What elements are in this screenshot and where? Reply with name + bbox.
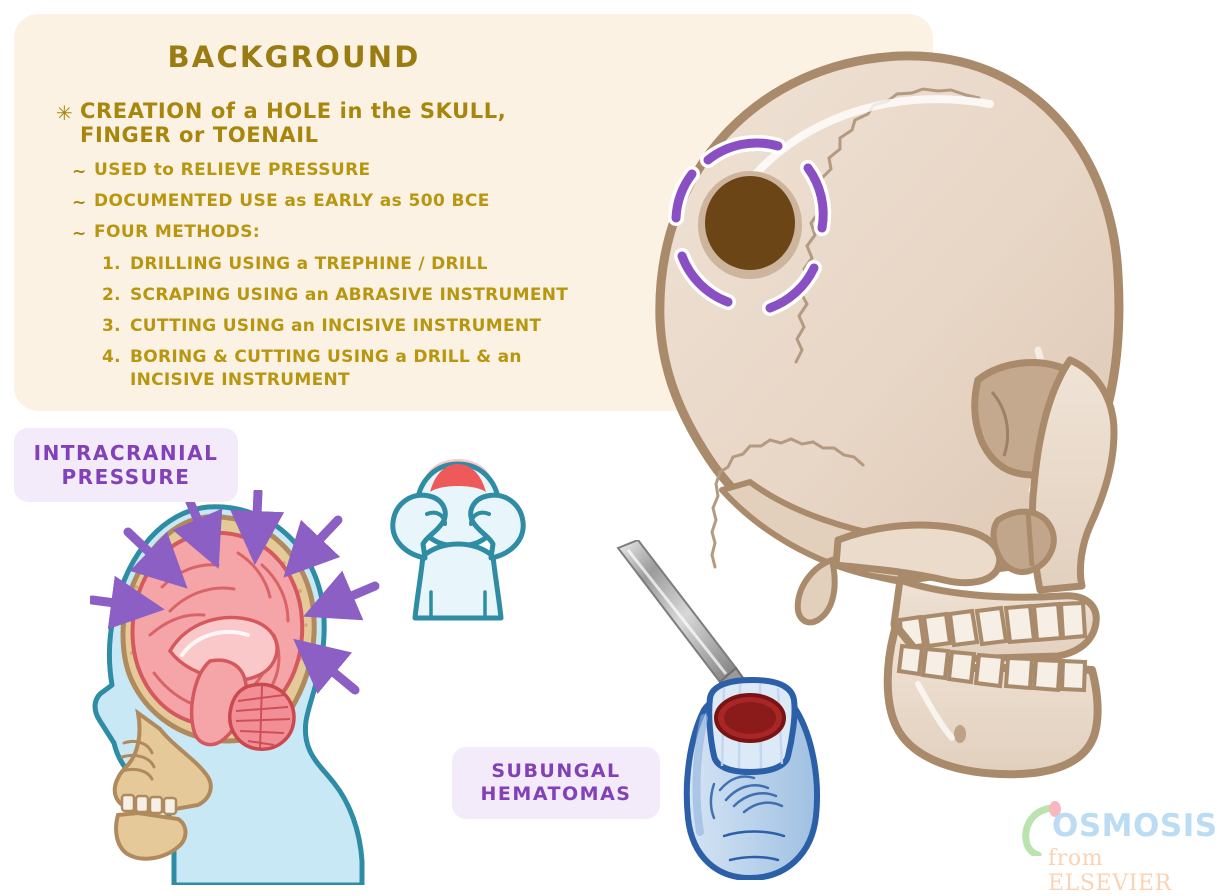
page-title: BACKGROUND <box>167 40 421 74</box>
pressure-arrow-upper-right <box>283 515 343 578</box>
jaw-highlight <box>915 681 955 741</box>
list-item: FINGER or TOENAIL <box>80 123 319 147</box>
bullet-marker-tilde: ~ <box>72 224 87 244</box>
trephination-highlight-ring <box>671 138 828 313</box>
bullet-marker-tilde: ~ <box>72 193 87 213</box>
label-icp-line2: PRESSURE <box>61 465 191 489</box>
osmosis-logo[interactable]: OSMOSIS from ELSEVIER <box>1018 800 1218 896</box>
finger-trephination-illustration <box>616 540 821 880</box>
logo-wordmark: OSMOSIS <box>1052 808 1218 844</box>
cuticle-wrinkles <box>709 775 784 820</box>
mastoid-process <box>794 556 838 626</box>
finger-shading <box>692 714 708 836</box>
squamous-suture <box>718 437 865 474</box>
upper-teeth-row <box>897 600 1088 651</box>
cerebellum-folia <box>235 684 291 750</box>
list-item: SCRAPING USING an ABRASIVE INSTRUMENT <box>130 285 569 305</box>
pressure-arrow-top-left <box>172 497 223 569</box>
nasal-conchae <box>120 739 156 781</box>
pain-cap <box>430 464 486 492</box>
list-item: FOUR METHODS: <box>94 222 261 242</box>
logo-subtitle: from ELSEVIER <box>1048 846 1172 896</box>
patient-torso <box>412 541 504 621</box>
label-subungal-line1: SUBUNGAL <box>491 759 621 782</box>
list-item: DOCUMENTED USE as EARLY as 500 BCE <box>94 191 490 211</box>
mandible <box>883 622 1102 779</box>
trephination-needle <box>616 540 752 699</box>
lower-teeth-row <box>896 643 1088 693</box>
pressure-arrow-top <box>230 490 285 565</box>
skull-highlight <box>746 95 994 184</box>
skull-lateral-illustration <box>655 51 1124 779</box>
logo-dot <box>1049 801 1061 817</box>
subungal-hematoma-center <box>724 702 776 734</box>
nasal-aperture <box>990 508 1057 575</box>
nasal-septum <box>1025 511 1035 567</box>
finger-crease-1 <box>722 830 786 838</box>
finger-crease-2 <box>728 855 780 862</box>
trephination-hole <box>705 176 795 270</box>
pressure-arrow-upper-left <box>123 527 188 589</box>
mental-foramen <box>954 725 966 743</box>
zygomatic-arch <box>832 521 1004 587</box>
orbit-inner-line <box>990 391 1010 457</box>
osmosis-arc-icon <box>1022 801 1061 856</box>
list-item-number: 3. <box>102 316 121 336</box>
patient-right-hand-line <box>469 510 491 526</box>
intracranial-pressure-arrows <box>90 490 380 695</box>
bullet-marker-tilde: ~ <box>72 162 87 182</box>
temporal-suture-branch <box>710 470 722 569</box>
needle-highlight <box>626 549 728 675</box>
list-item: DRILLING USING a TREPHINE / DRILL <box>130 254 488 274</box>
mandible-lateral <box>114 810 188 861</box>
list-item: INCISIVE INSTRUMENT <box>130 370 350 390</box>
label-subungal-line2: HEMATOMAS <box>480 783 632 805</box>
list-item: CREATION of a HOLE in the SKULL, <box>80 99 507 123</box>
list-item: BORING & CUTTING USING a DRILL & an <box>130 347 522 367</box>
list-item-number: 2. <box>102 285 121 305</box>
pressure-arrow-right <box>303 570 380 621</box>
label-subungal-hematomas: SUBUNGAL HEMATOMAS <box>452 747 660 819</box>
person-clutching-head <box>390 459 526 621</box>
list-item-number: 4. <box>102 347 121 367</box>
list-item: CUTTING USING an INCISIVE INSTRUMENT <box>130 316 542 336</box>
pressure-arrow-lower-right <box>293 638 360 695</box>
pressure-arrow-left <box>90 575 165 630</box>
label-icp-line1: INTRACRANIAL <box>33 440 219 465</box>
list-item: USED to RELIEVE PRESSURE <box>94 160 371 180</box>
label-intracranial-pressure: INTRACRANIAL PRESSURE <box>14 428 238 502</box>
bullet-marker-asterisk: ✳ <box>56 101 73 125</box>
list-item-number: 1. <box>102 254 121 274</box>
patient-left-hand-line <box>425 510 447 526</box>
logo-arc <box>1022 804 1056 856</box>
corpus-callosum-highlight <box>180 629 250 657</box>
